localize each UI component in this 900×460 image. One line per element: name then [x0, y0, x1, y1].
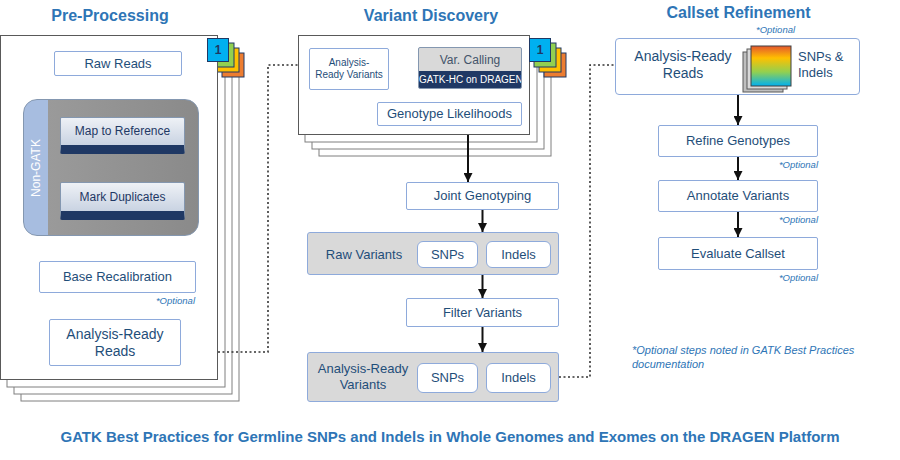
data-box: Analysis-Ready Variants — [309, 48, 389, 90]
dotted-connector — [559, 65, 615, 377]
process-box: Filter Variants — [406, 298, 559, 327]
node-text: Analysis-Ready Variants — [315, 57, 383, 81]
node-text: Analysis-Ready Reads — [55, 326, 175, 360]
flow-arrow — [482, 327, 484, 352]
node-text: Indels — [501, 247, 536, 263]
tool-box: Var. CallingGATK-HC on DRAGEN — [418, 47, 522, 89]
diagram-title: GATK Best Practices for Germline SNPs an… — [5, 428, 895, 445]
node-text: *Optional — [756, 24, 816, 35]
flow-arrow — [482, 275, 484, 298]
node-text: Annotate Variants — [687, 188, 789, 204]
node-text: GATK-HC on DRAGEN — [419, 71, 521, 88]
node-text: Raw Reads — [84, 56, 151, 72]
flow-arrow — [482, 210, 484, 232]
callout-number: 1 — [207, 38, 229, 62]
node-text: Map to Reference — [75, 124, 170, 138]
process-box: Mark Duplicates — [60, 182, 185, 220]
color-stack — [743, 46, 791, 92]
variant-box: SNPs — [417, 241, 478, 268]
group-box: Non-GATK Map to ReferenceMark Duplicates — [23, 99, 199, 236]
node-text: Evaluate Callset — [691, 246, 785, 262]
result-band: Analysis-Ready Variants SNPs Indels — [307, 352, 559, 402]
stage-panel: Callset Refinement*OptionalAnalysis-Read… — [615, 38, 860, 95]
process-box: Map to Reference — [60, 117, 185, 154]
flow-arrow — [737, 95, 739, 125]
callout-number: 1 — [529, 38, 551, 62]
node-text: Genotype Likelihoods — [387, 106, 512, 122]
node-text: Analysis-Ready Reads — [622, 48, 744, 82]
optional-note: *Optional — [758, 272, 818, 283]
node-text: Base Recalibration — [63, 269, 172, 285]
node-text: Callset Refinement — [616, 4, 861, 22]
node-text: Analysis-Ready Variants — [312, 361, 414, 394]
flow-arrow — [737, 212, 739, 237]
node-text: SNPs — [431, 247, 464, 263]
process-box: Refine Genotypes — [658, 125, 818, 157]
optional-note: *Optional — [140, 295, 195, 306]
node-text: Raw Variants — [314, 246, 414, 261]
node-text: Pre-Processing — [1, 7, 219, 25]
node-text: Joint Genotyping — [434, 188, 532, 204]
node-text: Mark Duplicates — [79, 190, 165, 204]
node-text: Indels — [501, 370, 536, 386]
node-text: Filter Variants — [443, 305, 522, 321]
node-text: Refine Genotypes — [686, 133, 790, 149]
process-box: Base Recalibration — [39, 261, 196, 293]
result-band: Raw Variants SNPs Indels — [307, 232, 559, 275]
variant-box: Indels — [486, 241, 551, 268]
variant-box: SNPs — [417, 363, 478, 393]
footnote: *Optional steps noted in GATK Best Pract… — [632, 343, 867, 372]
process-box: Joint Genotyping — [406, 182, 559, 210]
optional-note: *Optional — [758, 214, 818, 225]
data-box: Analysis-Ready Reads — [49, 319, 181, 366]
stage-panel: Pre-ProcessingRaw ReadsNon-GATKMap to Re… — [0, 35, 218, 380]
stage-panel: Variant DiscoveryAnalysis-Ready Variants… — [298, 35, 530, 135]
flow-arrow — [467, 135, 469, 182]
node-text: SNPs & Indels — [798, 49, 856, 82]
variant-box: Indels — [486, 363, 551, 393]
node-text: SNPs — [431, 370, 464, 386]
optional-note: *Optional — [758, 159, 818, 170]
node-text: Variant Discovery — [299, 7, 563, 25]
process-box: Annotate Variants — [658, 180, 818, 212]
process-box: Evaluate Callset — [658, 237, 818, 270]
data-box: Genotype Likelihoods — [377, 102, 522, 126]
process-box: Raw Reads — [54, 51, 182, 76]
flow-arrow — [737, 157, 739, 180]
node-text: Non-GATK — [29, 139, 43, 197]
node-text: Var. Calling — [419, 53, 521, 67]
dotted-connector — [218, 65, 298, 352]
